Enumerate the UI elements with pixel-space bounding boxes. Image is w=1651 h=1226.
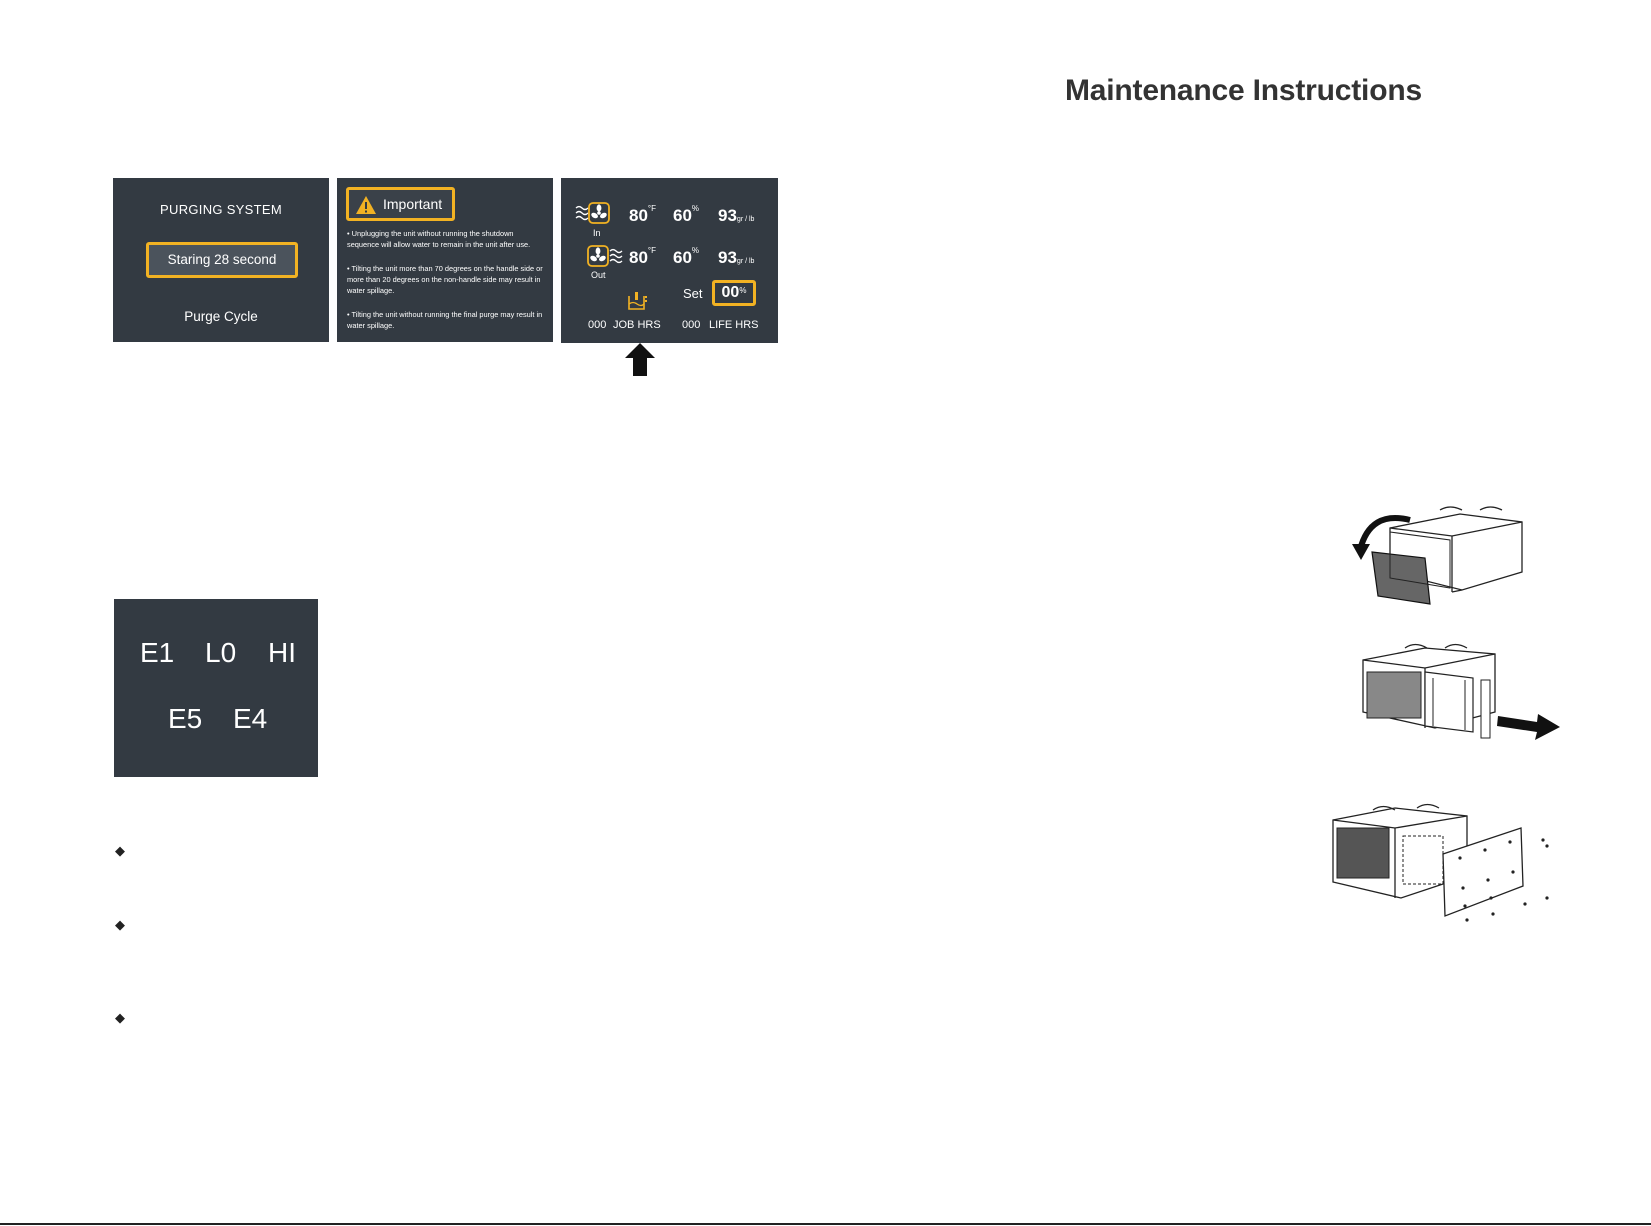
purging-system-screen: PURGING SYSTEM Staring 28 second Purge C…	[113, 178, 329, 342]
job-hrs-label: JOB HRS	[613, 319, 661, 331]
up-arrow-icon	[625, 343, 655, 381]
warning-triangle-icon	[355, 195, 377, 220]
error-code: E5	[168, 703, 203, 734]
error-code: E4	[233, 703, 268, 734]
important-screen: Important • Unplugging the unit without …	[337, 178, 553, 342]
important-note: • Tilting the unit more than 70 degrees …	[347, 264, 543, 295]
set-value-box: 00%	[712, 280, 756, 306]
set-label: Set	[683, 286, 703, 301]
in-humidity: 60%	[673, 204, 700, 225]
water-tank-icon	[627, 290, 649, 317]
fan-in-icon	[575, 201, 611, 232]
purge-countdown-box: Staring 28 second	[146, 242, 298, 278]
side-panel-removal-illustration	[1325, 798, 1565, 931]
error-codes-screen: E1 L0 HI E5 E4	[114, 599, 318, 777]
bullet-marker: ◆	[115, 917, 125, 932]
purge-countdown-text: Staring 28 second	[167, 252, 277, 267]
fan-out-icon	[587, 244, 623, 275]
purging-header: PURGING SYSTEM	[160, 202, 282, 217]
important-badge: Important	[346, 187, 455, 221]
bullet-marker: ◆	[115, 843, 125, 858]
important-note: • Tilting the unit without running the f…	[347, 310, 543, 330]
life-hrs-value: 000	[682, 319, 701, 331]
in-grains: 93gr / lb	[718, 206, 755, 225]
in-label: In	[593, 228, 601, 238]
bottom-rule	[0, 1223, 1651, 1225]
out-temperature: 80°F	[629, 246, 657, 267]
filter-open-illustration	[1350, 500, 1540, 615]
set-value: 00%	[721, 284, 747, 301]
bullet-marker: ◆	[115, 1010, 125, 1025]
status-screen: In 80°F 60% 93gr / lb Out 80°F 60% 93gr …	[561, 178, 778, 343]
error-code: E1	[140, 637, 175, 668]
error-code: L0	[205, 637, 237, 668]
in-temperature: 80°F	[629, 204, 657, 225]
out-humidity: 60%	[673, 246, 700, 267]
purge-cycle-label: Purge Cycle	[184, 309, 258, 324]
filter-slide-out-illustration	[1355, 628, 1560, 753]
out-label: Out	[591, 270, 606, 280]
important-note: • Unplugging the unit without running th…	[347, 229, 531, 249]
out-grains: 93gr / lb	[718, 248, 755, 267]
job-hrs-value: 000	[588, 319, 607, 331]
error-code: HI	[268, 637, 296, 668]
important-badge-label: Important	[383, 196, 443, 212]
life-hrs-label: LIFE HRS	[709, 319, 759, 331]
page-title: Maintenance Instructions	[1065, 74, 1422, 107]
